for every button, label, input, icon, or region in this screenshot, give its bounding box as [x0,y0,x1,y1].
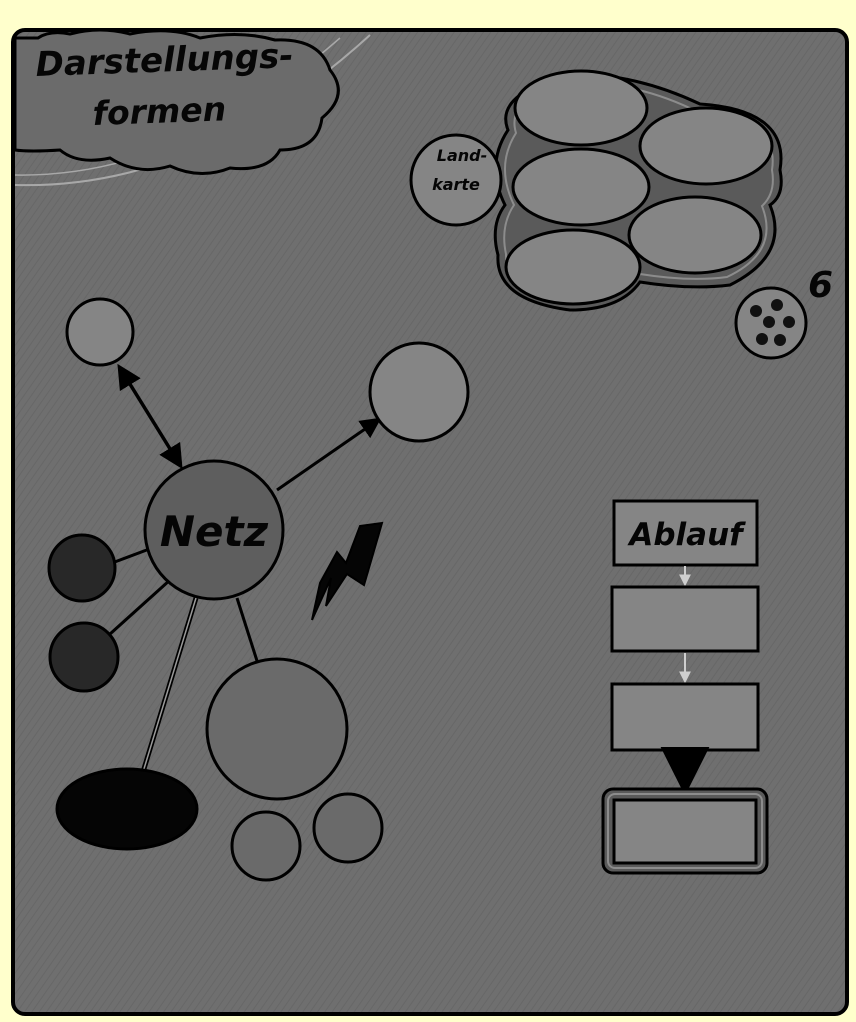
network-center-node [143,459,285,601]
node-black-oval [55,767,199,851]
network-connectors [108,363,382,773]
sequence-flow: Ablauf [601,499,769,875]
map-label-circle [409,133,503,227]
marker-dot [763,316,775,328]
sequence-step-1 [610,585,760,653]
connector [117,363,183,470]
map-label-line-2: karte [432,175,480,194]
node-dark-upper [47,533,117,603]
map-region-5 [504,228,642,306]
map-region-2 [638,106,774,186]
page-number: 6 [808,265,833,306]
map-group: Land- karte [409,69,783,312]
sequence-final-step [612,798,758,865]
map-label-line-1: Land- [437,146,487,165]
connector [276,417,382,492]
map-region-3 [511,147,651,227]
lightning-icon [311,521,384,621]
node-small-top [65,297,135,367]
title-line-2: formen [92,89,227,133]
sequence-label: Ablauf [626,517,746,553]
title-cloud: Darstellungs- formen [13,28,371,187]
network-label: Netz [160,507,269,556]
map-region-1 [513,69,649,147]
node-dark-lower [48,621,120,693]
node-large [205,657,349,801]
sequence-title-box [612,499,759,567]
sequence-final-ring [607,793,763,869]
map-outline-inner [503,79,774,304]
connector [235,597,260,665]
network-nodes: Netz [47,297,470,882]
connector [111,546,153,565]
title-line-1: Darstellungs- [35,36,294,85]
node-light-right [368,341,470,443]
marker-dot [783,316,795,328]
sequence-step-2 [610,682,760,752]
node-small-bottom-right [312,792,384,864]
marker-dot [756,333,768,345]
connector [142,597,197,773]
marker-dot [774,334,786,346]
page-marker: 6 [734,265,833,360]
cloud-shape [13,28,340,175]
node-small-bottom-left [230,810,302,882]
map-region-4 [627,195,763,275]
connector [108,578,172,636]
marker-dot [750,305,762,317]
marker-dot [771,299,783,311]
